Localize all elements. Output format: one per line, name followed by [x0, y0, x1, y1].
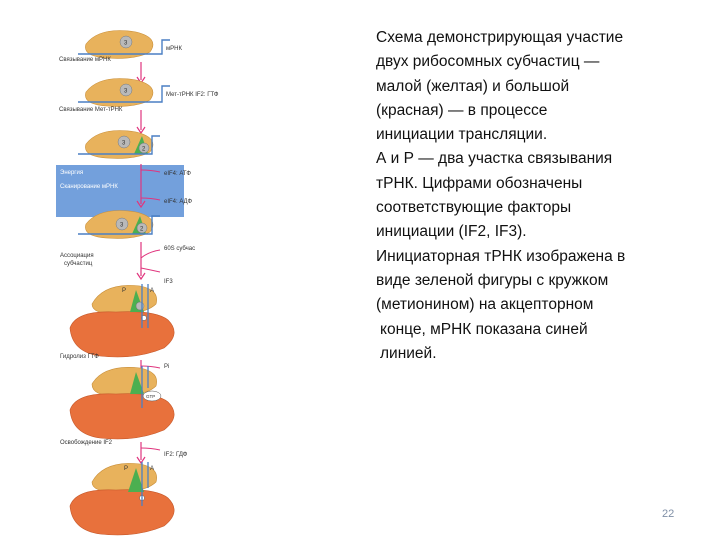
- trna-6: [130, 372, 144, 394]
- large-subunit-5: [69, 311, 175, 358]
- label-60s-subunit: 60S субчас: [164, 246, 195, 252]
- caption-line: виде зеленой фигуры с кружком: [376, 271, 609, 289]
- mrna-line-1: [78, 39, 170, 55]
- label-if3: IF3: [164, 279, 173, 285]
- caption-line: соответствующие факторы: [376, 199, 572, 217]
- caption-line: (красная) — в процессе: [376, 101, 548, 119]
- large-subunit-6: [69, 393, 175, 440]
- if2-release-arrow: [140, 447, 161, 451]
- trna-7: [128, 468, 144, 492]
- translation-initiation-diagram: 3 Связывание мРНК мРНК 3 Связывание Мет-…: [56, 28, 246, 536]
- step-label-subunits: субчастиц: [64, 261, 93, 267]
- step-label-met-trna-binding: Связывание Мет-тРНК: [59, 107, 123, 113]
- mrna-line-6: [141, 366, 149, 408]
- factor-number-3: 3: [122, 141, 126, 147]
- mrna-line-4: [78, 215, 160, 235]
- factor-circle-2: [119, 83, 133, 97]
- step-label-if2-release: Освобождение IF2: [60, 440, 113, 446]
- arrowhead-6: [136, 456, 146, 465]
- if3-release-arrow: [140, 267, 161, 273]
- step-label-energy: Энергия: [60, 170, 83, 176]
- mrna-line-5: [141, 284, 149, 328]
- atp-arrow-in: [140, 169, 161, 173]
- site-a-5: A: [150, 288, 154, 294]
- arrowhead-3: [136, 200, 146, 209]
- caption-line: инициации трансляции.: [376, 126, 548, 144]
- diagram-svg: 3 Связывание мРНК мРНК 3 Связывание Мет-…: [56, 30, 219, 536]
- gtp-factor-6: [142, 390, 162, 402]
- step-label-mrna-binding: Связывание мРНК: [59, 57, 111, 63]
- caption-line: линией.: [380, 344, 437, 362]
- caption-line: тРНК. Цифрами обозначены: [376, 174, 583, 192]
- adp-arrow-out: [140, 197, 161, 201]
- mrna-line-7: [141, 462, 149, 506]
- small-subunit-1: [85, 30, 154, 59]
- caption-line: малой (желтая) и большой: [376, 77, 570, 95]
- caption-line: А и Р — два участка связывания: [376, 150, 613, 168]
- gtp-label-6: GTP: [146, 394, 155, 399]
- scanning-highlight-box: [56, 165, 184, 217]
- factor-circle-3: [117, 135, 131, 149]
- pi-release-arrow: [140, 365, 161, 369]
- factor-number-3b: 2: [142, 147, 146, 153]
- large-subunit-7: [69, 489, 175, 536]
- factor-number-1: 3: [124, 41, 128, 47]
- factor-circle-3b: [138, 142, 150, 154]
- caption-line: конце, мРНК показана синей: [380, 320, 588, 338]
- caption-line: двух рибосомных субчастиц —: [376, 53, 600, 71]
- factor-circle-4b: [136, 222, 148, 234]
- subunit-join-arrow: [140, 249, 161, 259]
- label-eif4-adp: eIF4: АДФ: [164, 199, 192, 205]
- step-label-scanning: Сканирование мРНК: [60, 184, 118, 190]
- factor-circle-1: [119, 35, 133, 49]
- caption-text-block: Схема демонстрирующая участие двух рибос…: [376, 26, 696, 366]
- page-number: 22: [662, 508, 675, 520]
- caption-line: Схема демонстрирующая участие: [376, 29, 624, 46]
- caption-line: Инициаторная тРНК изображена в: [376, 247, 626, 265]
- caption-line: (метионином) на акцепторном: [376, 296, 594, 314]
- label-eif4-atp: eIF4: АТФ: [164, 171, 191, 177]
- site-a-7: A: [150, 466, 154, 472]
- site-p-5: P: [122, 288, 126, 294]
- arrowhead-4: [136, 272, 146, 281]
- factor-circle-5: [135, 301, 145, 311]
- step-label-association: Ассоциация: [60, 253, 94, 259]
- step-label-gtp-hydrolysis: Гидролиз ГТФ: [60, 354, 99, 360]
- label-mrna: мРНК: [166, 46, 182, 52]
- factor-circle-4: [115, 217, 129, 231]
- label-pi: Pi: [164, 364, 169, 370]
- label-met-trna-if2: Мет-тРНК IF2: ГТФ: [166, 92, 219, 98]
- mrna-line-3: [78, 135, 160, 155]
- mrna-line-2: [78, 85, 170, 103]
- factor-number-4: 3: [120, 223, 124, 229]
- arrowhead-2: [136, 126, 146, 135]
- site-p-7: P: [124, 466, 128, 472]
- factor-number-4b: 2: [140, 227, 144, 233]
- caption-line: инициации (IF2, IF3).: [376, 223, 527, 241]
- factor-number-2: 3: [124, 89, 128, 95]
- small-subunit-2: [85, 78, 154, 107]
- label-if2-gdp: IF2: ГДФ: [164, 452, 188, 458]
